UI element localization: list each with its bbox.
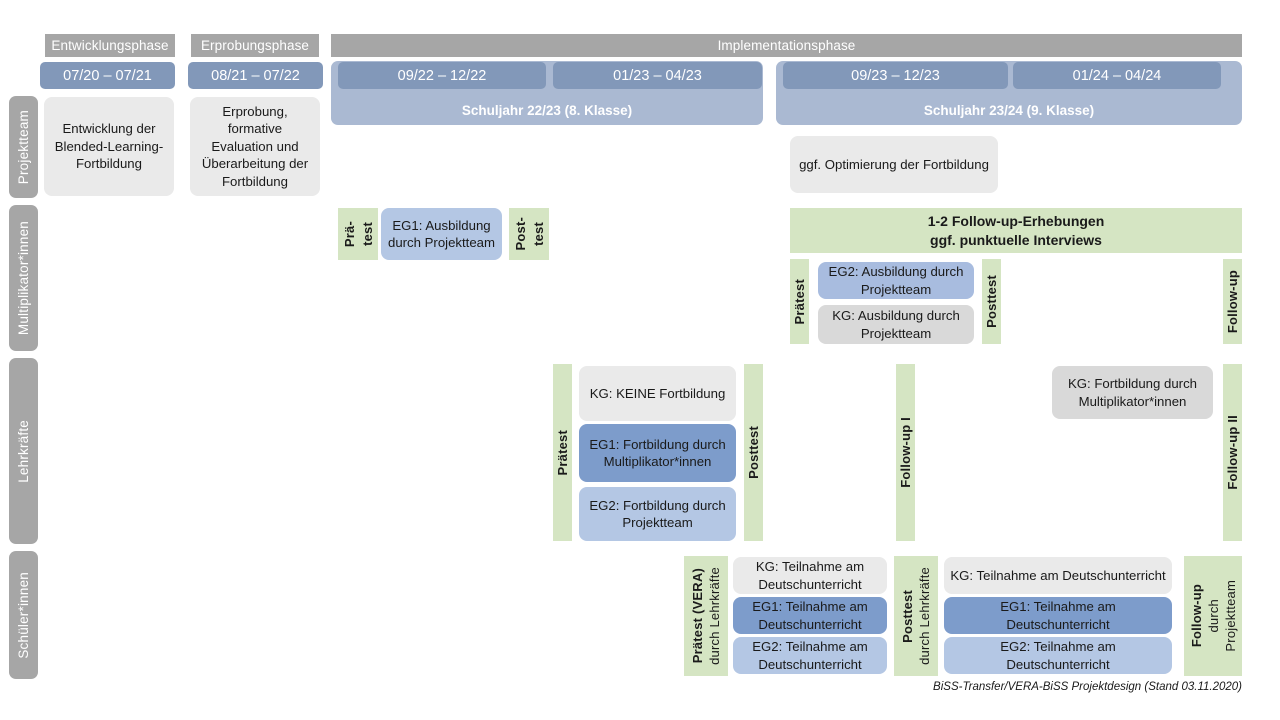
measure-followup-schueler-sub2: Projektteam (1222, 580, 1238, 652)
measure-posttest-lehrkraefte[interactable]: Posttest (744, 364, 763, 541)
banner-followup-line2: ggf. punktuelle Interviews (930, 231, 1102, 248)
measure-posttest-multiplikator-2324[interactable]: Posttest (982, 259, 1001, 344)
measure-praetest-vera-sub: durch Lehrkräfte (707, 567, 722, 665)
measure-posttest-line2: test (530, 222, 546, 246)
measure-praetest-vera-bold: Prätest (VERA) (690, 568, 705, 664)
banner-followup-line1: 1-2 Follow-up-Erhebungen (927, 212, 1105, 229)
measure-followup-multiplikator[interactable]: Follow-up (1223, 259, 1242, 344)
card-entwicklung-text: Entwicklung der Blended-Learning-Fortbil… (54, 121, 164, 172)
measure-posttest-2324-label: Posttest (984, 275, 999, 328)
card-schueler-eg1-left-text: EG1: Teilnahme am Deutschunterricht (752, 599, 868, 632)
measure-praetest-multiplikator-2324[interactable]: Prätest (790, 259, 809, 344)
measure-followup-2-label: Follow-up II (1225, 415, 1240, 490)
sidebar-item-multiplikator[interactable]: Multiplikator*innen (9, 205, 38, 351)
measure-followup-schueler-bold: Follow-up (1188, 584, 1204, 648)
measure-praetest-lehrkraefte[interactable]: Prätest (553, 364, 572, 541)
card-mult-eg1-text: EG1: Ausbildung durch Projektteam (387, 217, 495, 250)
card-schueler-eg2-right-text: EG2: Teilnahme am Deutschunterricht (1000, 639, 1116, 672)
card-optimierung-fortbildung[interactable]: ggf. Optimierung der Fortbildung (790, 136, 998, 193)
period-pill-5: 01/24 – 04/24 (1013, 62, 1221, 89)
card-optimierung-text: ggf. Optimierung der Fortbildung (799, 156, 989, 172)
measure-praetest-vera-schueler[interactable]: Prätest (VERA) durch Lehrkräfte (684, 556, 728, 676)
period-label-3: 01/23 – 04/23 (613, 67, 702, 84)
measure-posttest-schueler[interactable]: Posttest durch Lehrkräfte (894, 556, 938, 676)
card-lehr-kg-keine[interactable]: KG: KEINE Fortbildung (579, 366, 736, 421)
measure-posttest-schueler-sub: durch Lehrkräfte (917, 567, 932, 665)
card-mult-eg1-ausbildung[interactable]: EG1: Ausbildung durch Projektteam (381, 208, 502, 260)
schuljahr-label-2223: Schuljahr 22/23 (8. Klasse) (461, 103, 633, 118)
period-label-5: 01/24 – 04/24 (1072, 67, 1162, 84)
sidebar-label-projektteam: Projektteam (16, 109, 31, 185)
period-label-1: 08/21 – 07/22 (211, 67, 300, 84)
figure-footer-text: BiSS-Transfer/VERA-BiSS Projektdesign (S… (933, 681, 1242, 693)
sidebar-label-schueler: Schüler*innen (16, 571, 31, 659)
period-label-2: 09/22 – 12/22 (397, 67, 487, 84)
measure-posttest-schueler-bold: Posttest (900, 589, 915, 643)
measure-posttest-line1: Post- (512, 217, 528, 251)
card-schueler-kg-right[interactable]: KG: Teilnahme am Deutschunterricht (944, 557, 1172, 594)
schuljahr-label-2324: Schuljahr 23/24 (9. Klasse) (923, 103, 1095, 118)
sidebar-item-schueler[interactable]: Schüler*innen (9, 551, 38, 679)
card-mult-eg2-text: EG2: Ausbildung durch Projektteam (828, 264, 964, 297)
card-mult-eg2-ausbildung[interactable]: EG2: Ausbildung durch Projektteam (818, 262, 974, 299)
period-pill-0: 07/20 – 07/21 (40, 62, 175, 89)
card-mult-kg-text: KG: Ausbildung durch Projektteam (832, 308, 960, 341)
card-lehr-kg-fortbildung-text: KG: Fortbildung durch Multiplikator*inne… (1067, 376, 1197, 409)
measure-praetest-lehr-label: Prätest (555, 429, 570, 476)
measure-followup-2-lehrkraefte[interactable]: Follow-up II (1223, 364, 1242, 541)
phase-bar-implementationsphase: Implementationsphase (331, 34, 1242, 57)
card-schueler-eg1-left[interactable]: EG1: Teilnahme am Deutschunterricht (733, 597, 887, 634)
period-pill-4: 09/23 – 12/23 (783, 62, 1008, 89)
measure-praetest-line1: Prä- (341, 220, 357, 248)
period-label-4: 09/23 – 12/23 (851, 67, 940, 84)
card-schueler-kg-left[interactable]: KG: Teilnahme am Deutschunterricht (733, 557, 887, 594)
measure-praetest-multiplikator-2223[interactable]: Prä- test (338, 208, 378, 260)
sidebar-label-multiplikator: Multiplikator*innen (16, 220, 31, 336)
card-lehr-eg2-text: EG2: Fortbildung durch Projektteam (589, 497, 726, 530)
card-lehr-eg1-fortbildung[interactable]: EG1: Fortbildung durch Multiplikator*inn… (579, 424, 736, 482)
card-erprobung-evaluation[interactable]: Erprobung, formative Evaluation und Über… (190, 97, 320, 196)
phase-bar-erprobungsphase: Erprobungsphase (191, 34, 319, 57)
phase-label-entwicklungsphase: Entwicklungsphase (51, 38, 169, 53)
phase-bar-entwicklungsphase: Entwicklungsphase (45, 34, 175, 57)
measure-followup-1-label: Follow-up I (898, 417, 913, 488)
figure-footer: BiSS-Transfer/VERA-BiSS Projektdesign (S… (742, 681, 1242, 693)
period-pill-3: 01/23 – 04/23 (553, 62, 762, 89)
period-label-0: 07/20 – 07/21 (63, 67, 152, 84)
card-lehr-eg1-text: EG1: Fortbildung durch Multiplikator*inn… (589, 436, 726, 469)
period-pill-2: 09/22 – 12/22 (338, 62, 546, 89)
card-mult-kg-ausbildung[interactable]: KG: Ausbildung durch Projektteam (818, 305, 974, 344)
card-lehr-kg-keine-text: KG: KEINE Fortbildung (589, 385, 726, 401)
sidebar-item-lehrkraefte[interactable]: Lehrkräfte (9, 358, 38, 544)
measure-posttest-lehr-label: Posttest (746, 426, 761, 479)
measure-posttest-multiplikator-2223[interactable]: Post- test (509, 208, 549, 260)
card-schueler-kg-right-text: KG: Teilnahme am Deutschunterricht (950, 567, 1166, 583)
measure-followup-mult-label: Follow-up (1225, 269, 1240, 334)
measure-praetest-line2: test (359, 222, 375, 246)
measure-followup-schueler[interactable]: Follow-up durch Projektteam (1184, 556, 1242, 676)
sidebar-label-lehrkraefte: Lehrkräfte (16, 419, 31, 483)
card-schueler-eg2-right[interactable]: EG2: Teilnahme am Deutschunterricht (944, 637, 1172, 674)
card-schueler-eg1-right[interactable]: EG1: Teilnahme am Deutschunterricht (944, 597, 1172, 634)
card-schueler-eg2-left-text: EG2: Teilnahme am Deutschunterricht (752, 639, 868, 672)
phase-label-erprobungsphase: Erprobungsphase (200, 38, 310, 53)
sidebar-item-projektteam[interactable]: Projektteam (9, 96, 38, 198)
phase-label-implementationsphase: Implementationsphase (717, 38, 856, 53)
card-entwicklung-fortbildung[interactable]: Entwicklung der Blended-Learning-Fortbil… (44, 97, 174, 196)
banner-followup-erhebungen[interactable]: 1-2 Follow-up-Erhebungen ggf. punktuelle… (790, 208, 1242, 253)
card-erprobung-text: Erprobung, formative Evaluation und Über… (201, 103, 309, 189)
card-lehr-eg2-fortbildung[interactable]: EG2: Fortbildung durch Projektteam (579, 487, 736, 541)
measure-praetest-2324-label: Prätest (792, 278, 807, 325)
card-schueler-eg2-left[interactable]: EG2: Teilnahme am Deutschunterricht (733, 637, 887, 674)
card-lehr-kg-fortbildung[interactable]: KG: Fortbildung durch Multiplikator*inne… (1052, 366, 1213, 419)
card-schueler-eg1-right-text: EG1: Teilnahme am Deutschunterricht (1000, 599, 1116, 632)
card-schueler-kg-left-text: KG: Teilnahme am Deutschunterricht (755, 559, 865, 592)
period-pill-1: 08/21 – 07/22 (188, 62, 323, 89)
measure-followup-schueler-sub1: durch (1205, 599, 1221, 633)
measure-followup-1-lehrkraefte[interactable]: Follow-up I (896, 364, 915, 541)
